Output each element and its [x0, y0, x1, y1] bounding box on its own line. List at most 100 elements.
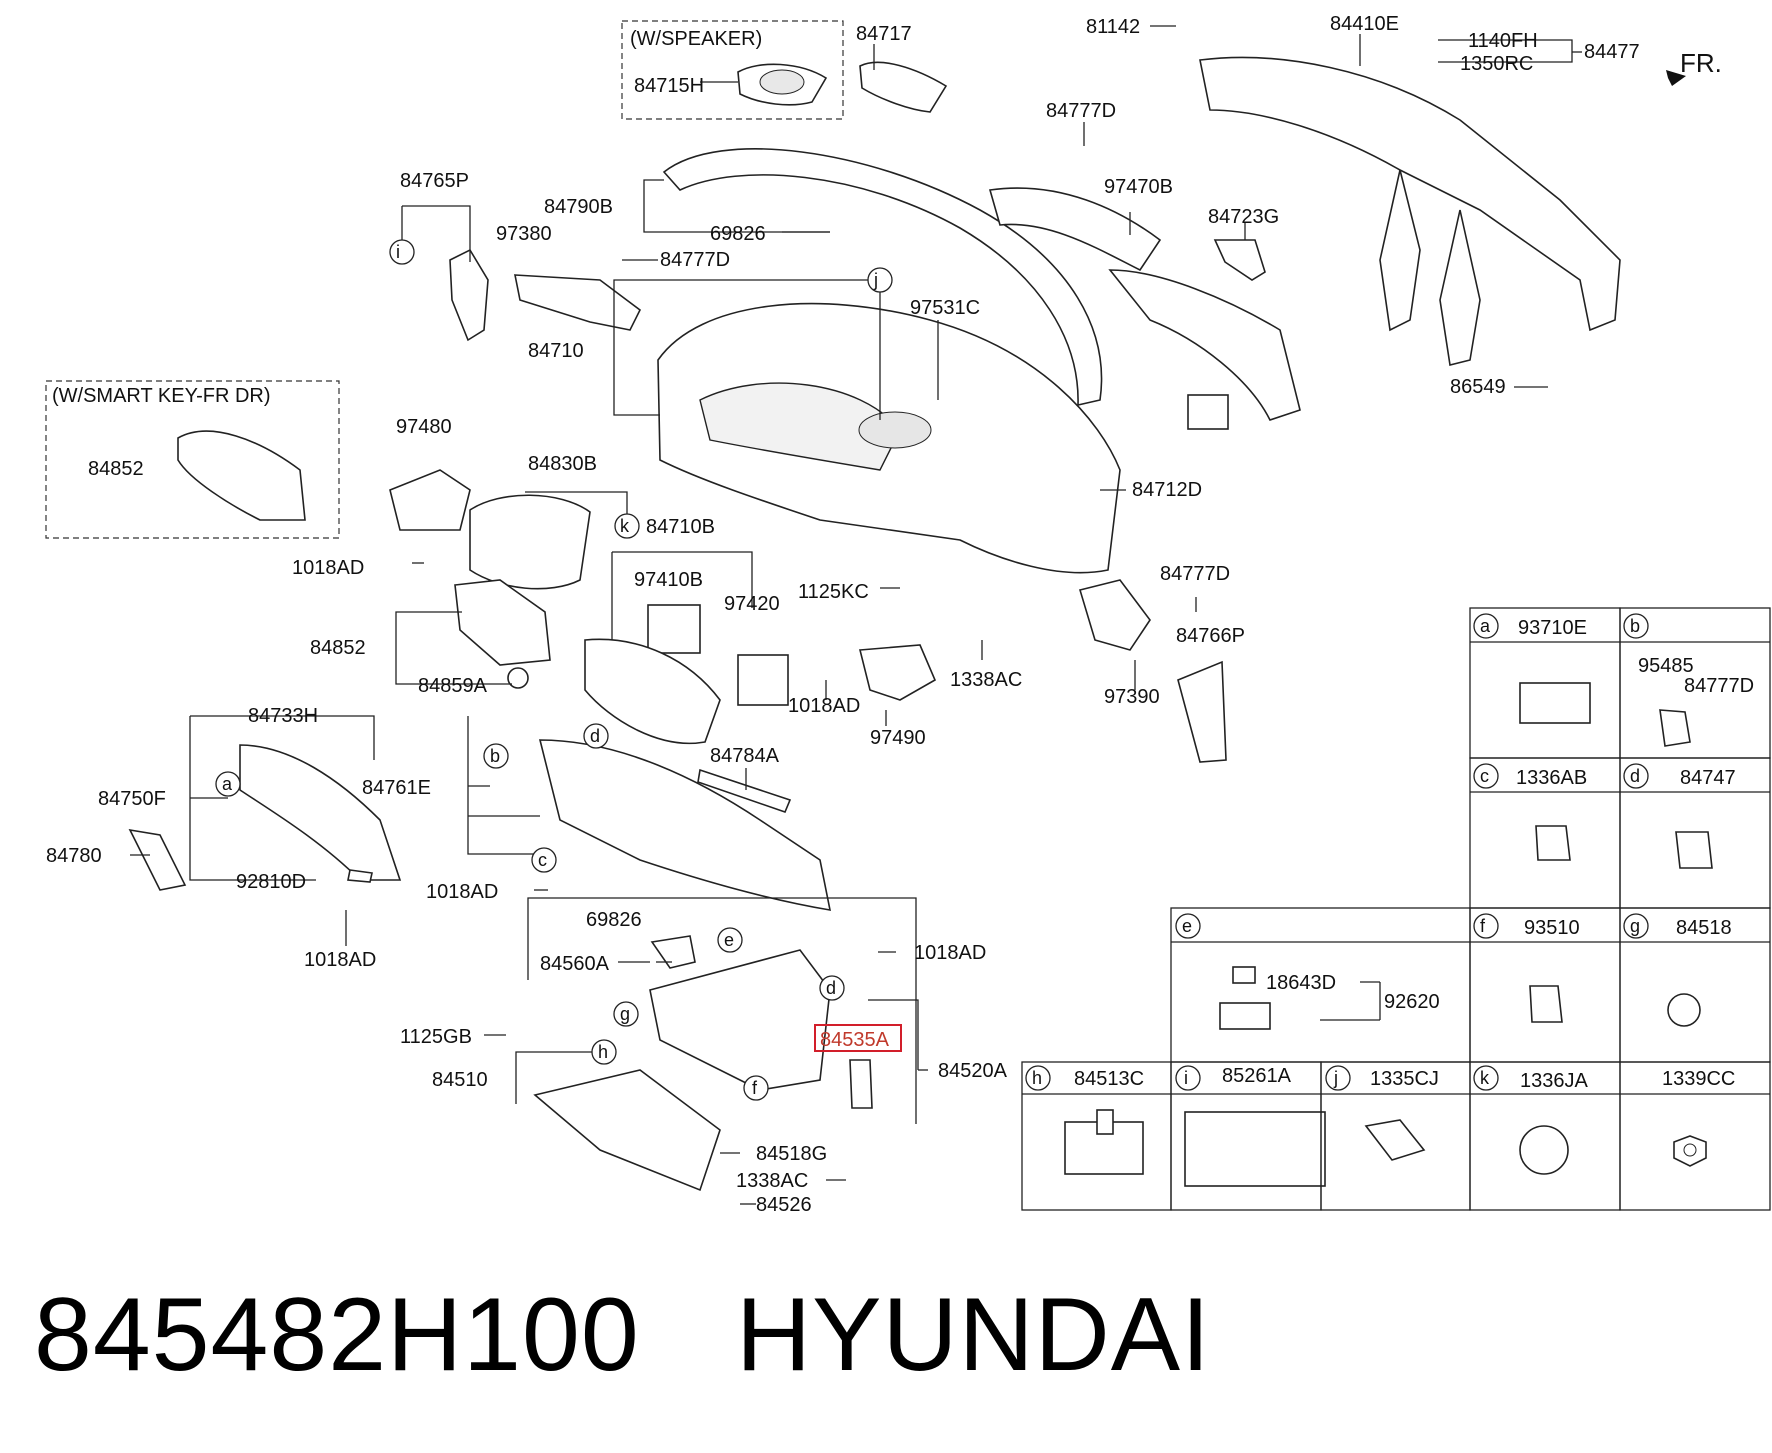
svg-text:h: h	[598, 1042, 608, 1062]
part-label: 84510	[432, 1069, 488, 1091]
part-label: 1018AD	[788, 695, 860, 717]
legend-subpart: 84777D	[1684, 675, 1754, 697]
legend-part: 1336JA	[1520, 1070, 1588, 1092]
legend-key-circle	[1473, 763, 1499, 789]
legend-part: 1335CJ	[1370, 1068, 1439, 1090]
part-label: 1125GB	[400, 1026, 472, 1048]
part-label: 84777D	[1160, 563, 1230, 585]
svg-text:j: j	[873, 270, 878, 290]
part-label: 97490	[870, 727, 926, 749]
part-label: 84477	[1584, 41, 1640, 63]
legend-grid: a 93710E b 95485 84777D c 1336AB d 84747…	[1021, 607, 1771, 1211]
part-label: 84526	[756, 1194, 812, 1216]
part-label: 1018AD	[304, 949, 376, 971]
legend-subpart: 92620	[1384, 991, 1440, 1013]
part-label: 84560A	[540, 953, 610, 975]
speaker-group-box	[621, 20, 844, 120]
legend-key: a	[1480, 616, 1491, 636]
part-label: 84859A	[418, 675, 488, 697]
legend-key-circle	[1325, 1065, 1351, 1091]
legend-subpart: 18643D	[1266, 972, 1336, 994]
part-label: 1018AD	[426, 881, 498, 903]
part-label: 97480	[396, 416, 452, 438]
front-arrow-icon	[1640, 70, 1686, 92]
legend-key-circle	[1473, 1065, 1499, 1091]
part-label: 84852	[88, 458, 144, 480]
legend-key: f	[1480, 916, 1486, 936]
svg-text:b: b	[490, 746, 500, 766]
part-label: 84777D	[660, 249, 730, 271]
legend-key-circle	[1473, 913, 1499, 939]
part-label: 97531C	[910, 297, 980, 319]
footer: 845482H100 HYUNDAI	[34, 1270, 1754, 1400]
legend-key-circle	[1025, 1065, 1051, 1091]
smart-key-group-box	[45, 380, 340, 539]
legend-part: 84518	[1676, 917, 1732, 939]
part-label: 84733H	[248, 705, 318, 727]
legend-key: c	[1480, 766, 1489, 786]
part-label: 1140FH	[1468, 30, 1538, 52]
legend-key-circle	[1473, 613, 1499, 639]
part-label: 97470B	[1104, 176, 1173, 198]
legend-key: e	[1182, 916, 1192, 936]
legend-part: 93510	[1524, 917, 1580, 939]
part-label: 1018AD	[292, 557, 364, 579]
part-label: 1125KC	[798, 581, 869, 603]
part-label: 84710	[528, 340, 584, 362]
part-label: 1350RC	[1460, 53, 1533, 75]
part-label: 84715H	[634, 75, 704, 97]
part-label: 84520A	[938, 1060, 1008, 1082]
part-label: 84717	[856, 23, 912, 45]
legend-key-circle	[1175, 913, 1201, 939]
part-label: 84410E	[1330, 13, 1399, 35]
legend-key-circle	[1175, 1065, 1201, 1091]
legend-part: 1339CC	[1662, 1068, 1735, 1090]
legend-part: 84513C	[1074, 1068, 1144, 1090]
legend-key: k	[1480, 1068, 1490, 1088]
highlight-box	[814, 1024, 902, 1052]
legend-part: 1336AB	[1516, 767, 1587, 789]
part-label: 84852	[310, 637, 366, 659]
part-label-highlighted: 84535A	[820, 1029, 890, 1051]
part-label: 84761E	[362, 777, 431, 799]
part-label: 86549	[1450, 376, 1506, 398]
part-label: 84790B	[544, 196, 613, 218]
legend-key: b	[1630, 616, 1640, 636]
part-label: 84710B	[646, 516, 715, 538]
callout-circles: i j k a b c d e d g f h	[215, 239, 893, 1101]
legend-key-circle	[1623, 763, 1649, 789]
legend-key: g	[1630, 916, 1640, 936]
part-label: 97380	[496, 223, 552, 245]
part-label: 84766P	[1176, 625, 1245, 647]
legend-part: 85261A	[1222, 1065, 1292, 1087]
legend-key: i	[1184, 1068, 1188, 1088]
svg-text:k: k	[620, 516, 630, 536]
part-label: 84750F	[98, 788, 166, 810]
part-label: 84830B	[528, 453, 597, 475]
svg-text:e: e	[724, 930, 734, 950]
part-label: 97420	[724, 593, 780, 615]
part-shapes	[128, 56, 1713, 1192]
direction-label: FR.	[1680, 48, 1722, 78]
svg-text:f: f	[752, 1078, 758, 1098]
part-label: 84765P	[400, 170, 469, 192]
svg-text:i: i	[396, 242, 400, 262]
part-label: 81142	[1086, 16, 1140, 38]
part-label: 84777D	[1046, 100, 1116, 122]
smart-key-group-label: (W/SMART KEY-FR DR)	[52, 385, 271, 407]
part-label: 84518G	[756, 1143, 827, 1165]
part-label: 97410B	[634, 569, 703, 591]
speaker-group-label: (W/SPEAKER)	[630, 28, 762, 50]
footer-brand: HYUNDAI	[736, 1277, 1212, 1393]
part-labels: 84717 84715H 81142 84410E 1140FH 1350RC …	[46, 13, 1640, 1216]
leader-lines	[130, 25, 1582, 1205]
svg-text:g: g	[620, 1004, 630, 1024]
legend-key: j	[1333, 1068, 1338, 1088]
legend-key-circle	[1623, 913, 1649, 939]
legend-key-circle	[1623, 613, 1649, 639]
legend-key: d	[1630, 766, 1640, 786]
part-label: 84784A	[710, 745, 780, 767]
part-label: 84723G	[1208, 206, 1279, 228]
svg-text:c: c	[538, 850, 547, 870]
part-label: 92810D	[236, 871, 306, 893]
